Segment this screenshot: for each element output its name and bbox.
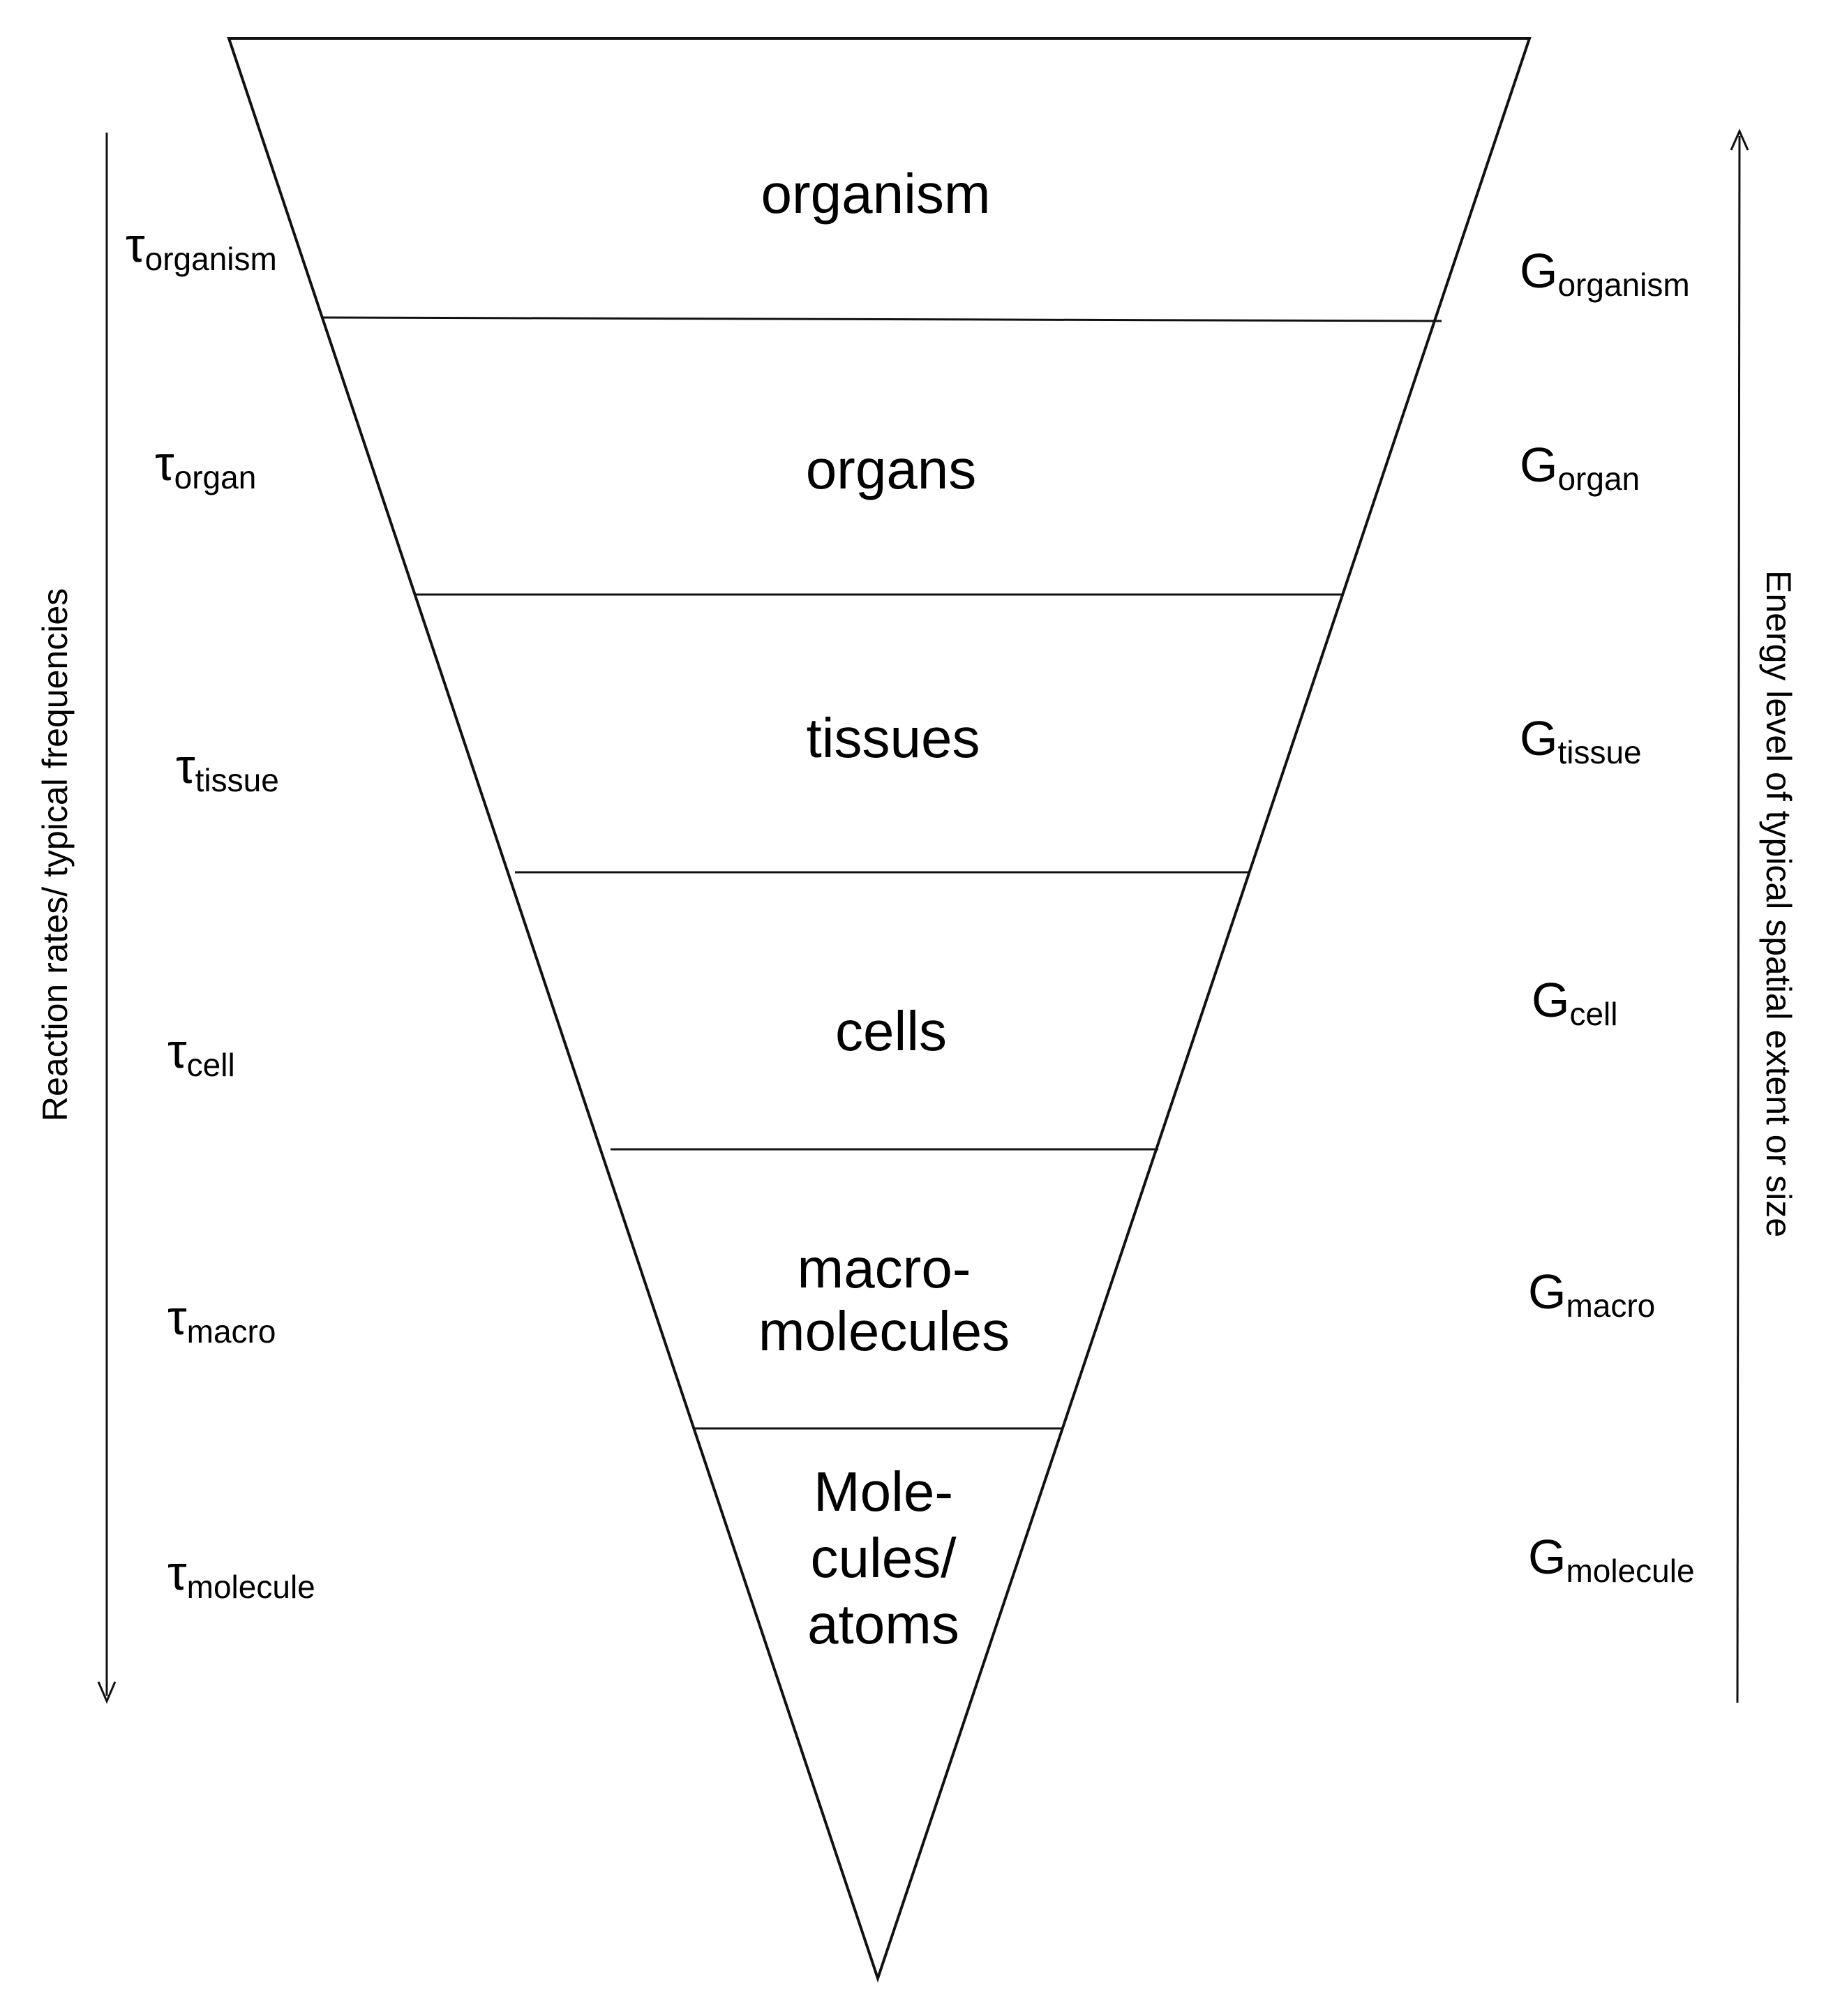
layer-label-molecules-line-3: atoms	[807, 1593, 959, 1655]
g-molecule-label: Gmolecule	[1528, 1530, 1695, 1589]
tau-molecule-label: τmolecule	[167, 1546, 315, 1605]
tau-cell-label: τcell	[167, 1024, 235, 1083]
layer-label-molecules-line-2: cules/	[811, 1527, 957, 1589]
hierarchy-triangle	[227, 37, 1532, 1983]
g-organ-label: Gorgan	[1520, 438, 1640, 497]
left-axis-arrowhead	[97, 1681, 117, 1704]
layer-label-macromolecules-line-1: macro-	[798, 1237, 971, 1299]
layer-label-organism: organism	[761, 163, 990, 225]
layer-label-cells: cells	[835, 1000, 947, 1062]
tau-organ-label: τorgan	[155, 436, 256, 495]
tau-tissue-label: τtissue	[176, 739, 279, 798]
tau-organism-label: τorganism	[126, 218, 277, 277]
layer-label-molecules-line-1: Mole-	[814, 1461, 953, 1523]
divider-organism-organs	[322, 316, 1442, 322]
left-axis-label: Reaction rates/ typical frequencies	[36, 588, 75, 1121]
layer-label-organs: organs	[806, 438, 977, 500]
g-cell-label: Gcell	[1532, 973, 1617, 1032]
right-axis-label: Energy level of typical spatial extent o…	[1759, 570, 1798, 1237]
g-tissue-label: Gtissue	[1520, 711, 1642, 770]
layer-label-tissues: tissues	[807, 707, 980, 769]
tau-macro-label: τmacro	[167, 1290, 276, 1350]
layer-label-macromolecules-line-2: molecules	[758, 1300, 1010, 1362]
g-organism-label: Gorganism	[1520, 244, 1690, 303]
right-axis-line	[1736, 135, 1741, 1703]
right-axis-arrowhead	[1730, 128, 1749, 151]
g-macro-label: Gmacro	[1528, 1264, 1655, 1324]
